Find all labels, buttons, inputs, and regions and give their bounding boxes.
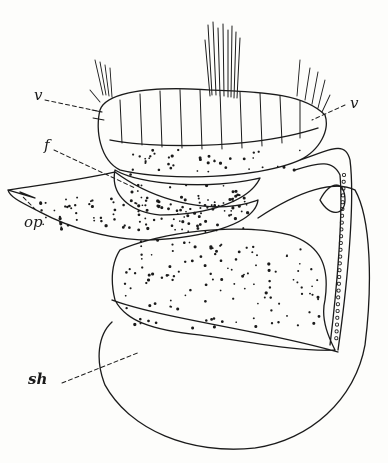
velum-outline — [98, 89, 326, 177]
shell-outline — [99, 186, 369, 449]
velum-cells — [120, 90, 300, 149]
label-v-right: v — [350, 96, 358, 111]
label-sh: sh — [28, 372, 47, 387]
right-cilia — [297, 60, 330, 112]
leader-lines — [22, 100, 345, 383]
left-cilia — [90, 60, 112, 120]
top-hair-tuft — [205, 22, 240, 98]
label-op: op — [24, 215, 43, 230]
visceral-lower-band — [112, 300, 338, 352]
intestine-loop — [300, 148, 352, 350]
visceral-mass — [112, 229, 335, 350]
label-f: f — [44, 138, 50, 153]
label-v-left: v — [34, 88, 42, 103]
